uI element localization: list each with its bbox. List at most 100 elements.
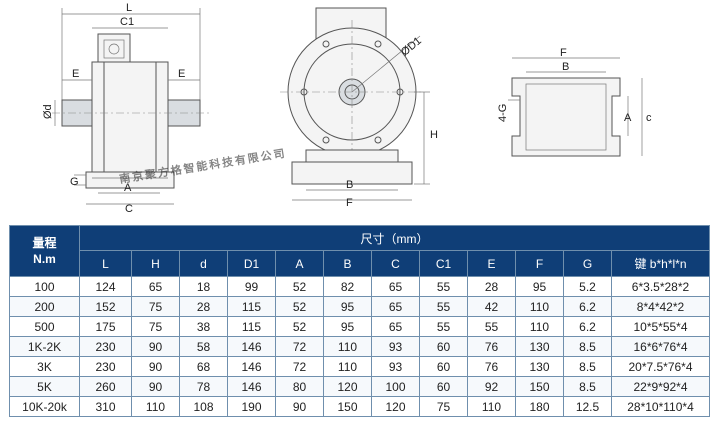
label-base-4G: 4-G: [497, 104, 509, 122]
label-B: B: [346, 179, 353, 191]
table-cell: 124: [79, 276, 132, 297]
label-base-A: A: [624, 112, 632, 124]
table-cell: 22*9*92*4: [611, 376, 710, 397]
table-cell: 76: [467, 356, 516, 377]
column-header: C: [371, 250, 420, 277]
table-cell: 8*4*42*2: [611, 296, 710, 317]
table-cell: 92: [467, 376, 516, 397]
table-cell: 8.5: [563, 356, 612, 377]
range-header-cell: 量程 N.m: [9, 225, 80, 277]
label-G: G: [70, 176, 79, 188]
range-cell: 200: [9, 296, 80, 317]
table-cell: 110: [323, 356, 372, 377]
table-cell: 230: [79, 336, 132, 357]
label-d: Ød: [42, 104, 54, 119]
table-cell: 120: [371, 396, 420, 417]
table-cell: 82: [323, 276, 372, 297]
table-cell: 150: [323, 396, 372, 417]
label-base-c: c: [646, 112, 652, 124]
table-cell: 65: [371, 296, 420, 317]
table-cell: 146: [227, 336, 276, 357]
base-view: F B A c 4-G: [497, 47, 652, 157]
table-cell: 115: [227, 316, 276, 337]
table-cell: 190: [227, 396, 276, 417]
table-cell: 75: [419, 396, 468, 417]
table-cell: 110: [131, 396, 180, 417]
table-cell: 52: [275, 276, 324, 297]
table-cell: 52: [275, 296, 324, 317]
table-cell: 28: [179, 296, 228, 317]
table-cell: 18: [179, 276, 228, 297]
table-cell: 60: [419, 356, 468, 377]
table-cell: 78: [179, 376, 228, 397]
column-header: E: [467, 250, 516, 277]
label-D1: ØD1: [399, 35, 424, 59]
range-cell: 3K: [9, 356, 80, 377]
label-C: C: [125, 203, 133, 215]
table-cell: 5.2: [563, 276, 612, 297]
column-header: H: [131, 250, 180, 277]
table-cell: 75: [131, 296, 180, 317]
label-L: L: [126, 2, 132, 14]
table-cell: 6*3.5*28*2: [611, 276, 710, 297]
table-cell: 130: [515, 356, 564, 377]
table-cell: 6.2: [563, 316, 612, 337]
range-header: 量程: [32, 236, 57, 250]
label-H: H: [430, 129, 438, 141]
table-cell: 230: [79, 356, 132, 377]
table-cell: 180: [515, 396, 564, 417]
table-cell: 60: [419, 376, 468, 397]
column-header: L: [79, 250, 132, 277]
table-cell: 95: [323, 296, 372, 317]
dimension-drawing: L C1 E E Ød G A C: [42, 2, 652, 215]
table-cell: 90: [131, 336, 180, 357]
range-cell: 10K-20k: [9, 396, 80, 417]
table-cell: 72: [275, 356, 324, 377]
table-cell: 90: [131, 356, 180, 377]
table-cell: 99: [227, 276, 276, 297]
dims-header: 尺寸（mm）: [79, 225, 710, 251]
column-header: F: [515, 250, 564, 277]
table-cell: 175: [79, 316, 132, 337]
table-cell: 20*7.5*76*4: [611, 356, 710, 377]
table-cell: 146: [227, 376, 276, 397]
table-cell: 93: [371, 336, 420, 357]
column-header: 键 b*h*l*n: [611, 250, 710, 277]
table-cell: 100: [371, 376, 420, 397]
table-cell: 150: [515, 376, 564, 397]
range-cell: 100: [9, 276, 80, 297]
column-header: d: [179, 250, 228, 277]
label-C1: C1: [120, 16, 134, 28]
table-cell: 80: [275, 376, 324, 397]
table-cell: 115: [227, 296, 276, 317]
table-cell: 68: [179, 356, 228, 377]
table-cell: 110: [467, 396, 516, 417]
column-header: D1: [227, 250, 276, 277]
table-cell: 12.5: [563, 396, 612, 417]
table-cell: 90: [275, 396, 324, 417]
column-header: G: [563, 250, 612, 277]
table-cell: 55: [419, 316, 468, 337]
table-cell: 52: [275, 316, 324, 337]
table-cell: 110: [515, 316, 564, 337]
side-view: ØD1 H B F: [280, 7, 438, 209]
table-cell: 10*5*55*4: [611, 316, 710, 337]
range-unit: N.m: [33, 252, 56, 266]
table-cell: 95: [515, 276, 564, 297]
table-cell: 110: [323, 336, 372, 357]
range-cell: 500: [9, 316, 80, 337]
table-cell: 65: [371, 276, 420, 297]
label-base-F: F: [560, 47, 567, 59]
table-cell: 146: [227, 356, 276, 377]
table-cell: 260: [79, 376, 132, 397]
